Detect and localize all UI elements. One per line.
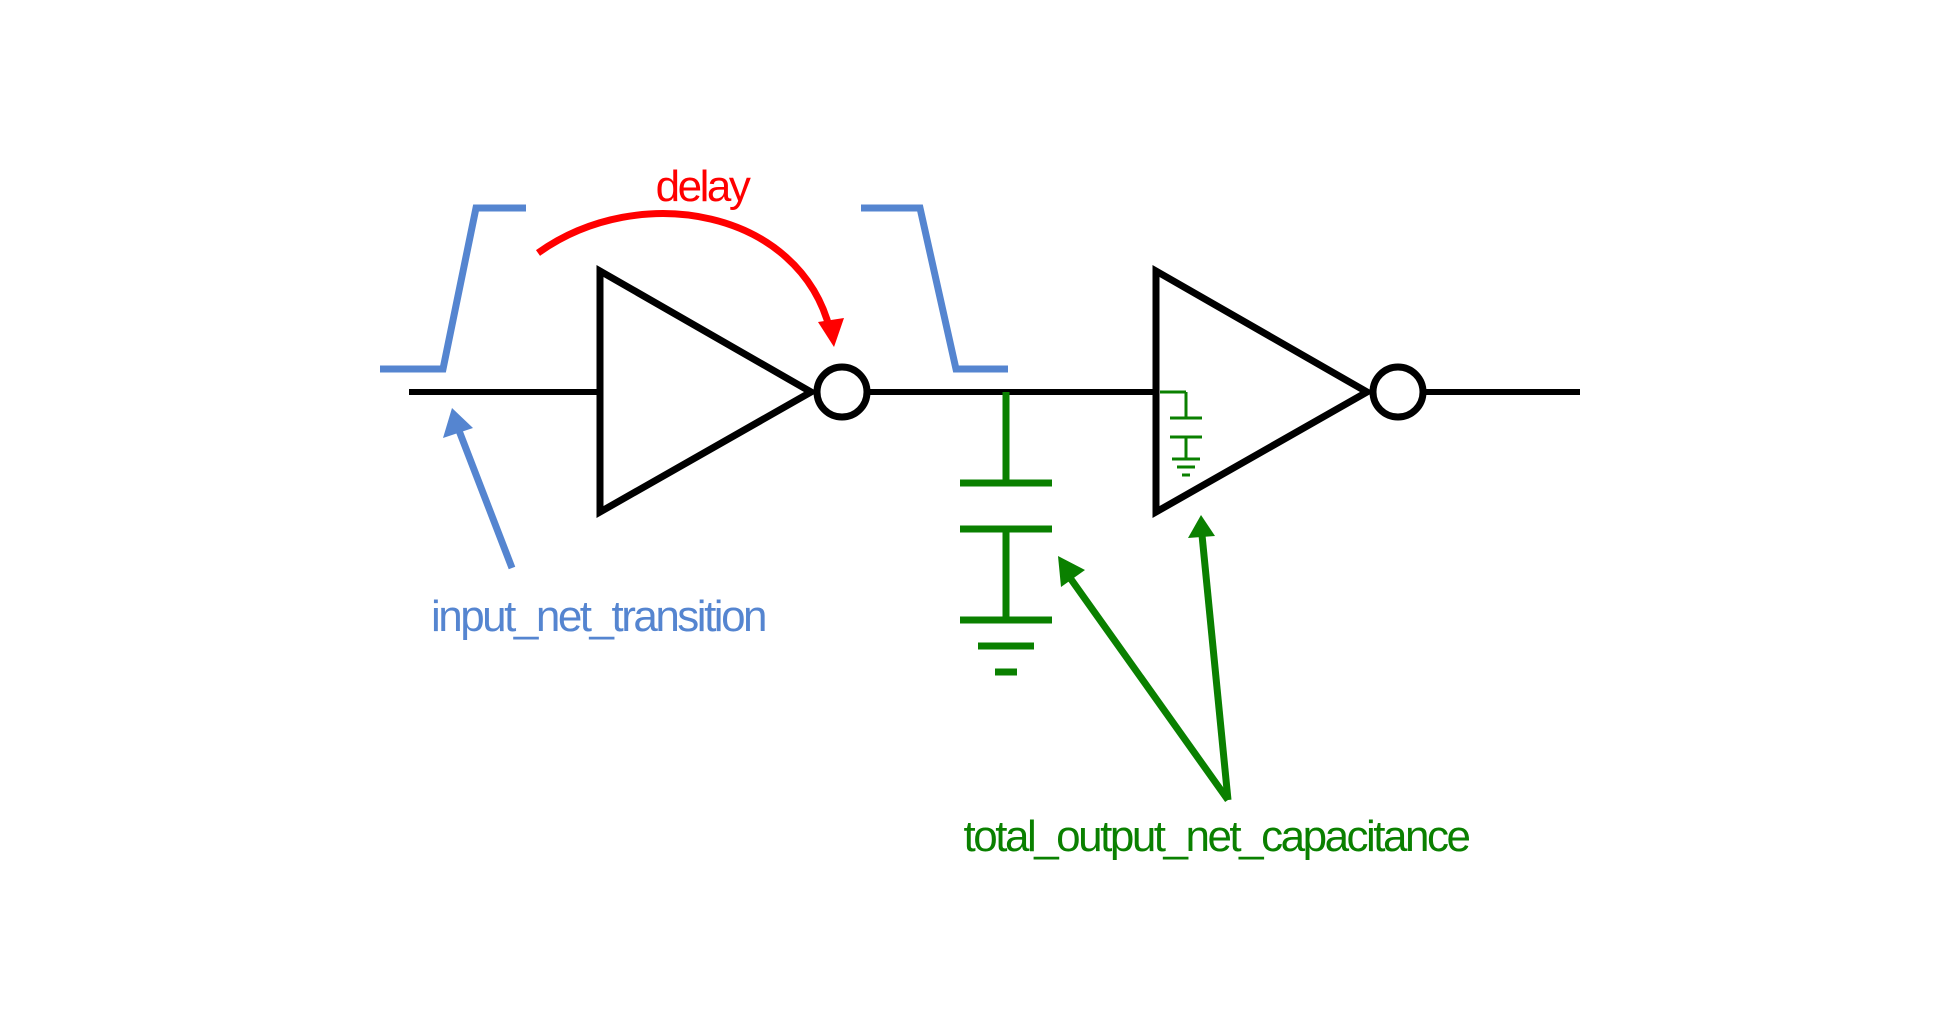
capacitance-arrowhead-cap bbox=[1058, 556, 1085, 587]
inverter-1 bbox=[596, 264, 819, 519]
transition-arrow bbox=[454, 426, 516, 570]
input-pin-capacitor bbox=[1160, 390, 1202, 477]
rising-waveform bbox=[380, 204, 526, 373]
delay-arrow bbox=[535, 210, 834, 331]
total-output-net-capacitance-label: total_output_net_capacitance bbox=[964, 812, 1470, 861]
transition-arrowhead bbox=[443, 408, 473, 438]
inverter-1-bubble bbox=[813, 363, 871, 421]
inverter-2 bbox=[1152, 264, 1375, 519]
falling-waveform bbox=[861, 204, 1008, 373]
capacitance-arrow-to-gate bbox=[1198, 534, 1232, 801]
delay-label: delay bbox=[656, 162, 751, 211]
capacitance-arrowhead-gate bbox=[1188, 515, 1215, 538]
delay-arrowhead bbox=[818, 318, 844, 347]
input-net-transition-label: input_net_transition bbox=[431, 592, 765, 641]
ground-symbol bbox=[960, 616, 1052, 676]
load-capacitor bbox=[960, 392, 1052, 620]
inverter-2-bubble bbox=[1369, 363, 1427, 421]
capacitance-arrow-to-cap bbox=[1065, 572, 1231, 803]
